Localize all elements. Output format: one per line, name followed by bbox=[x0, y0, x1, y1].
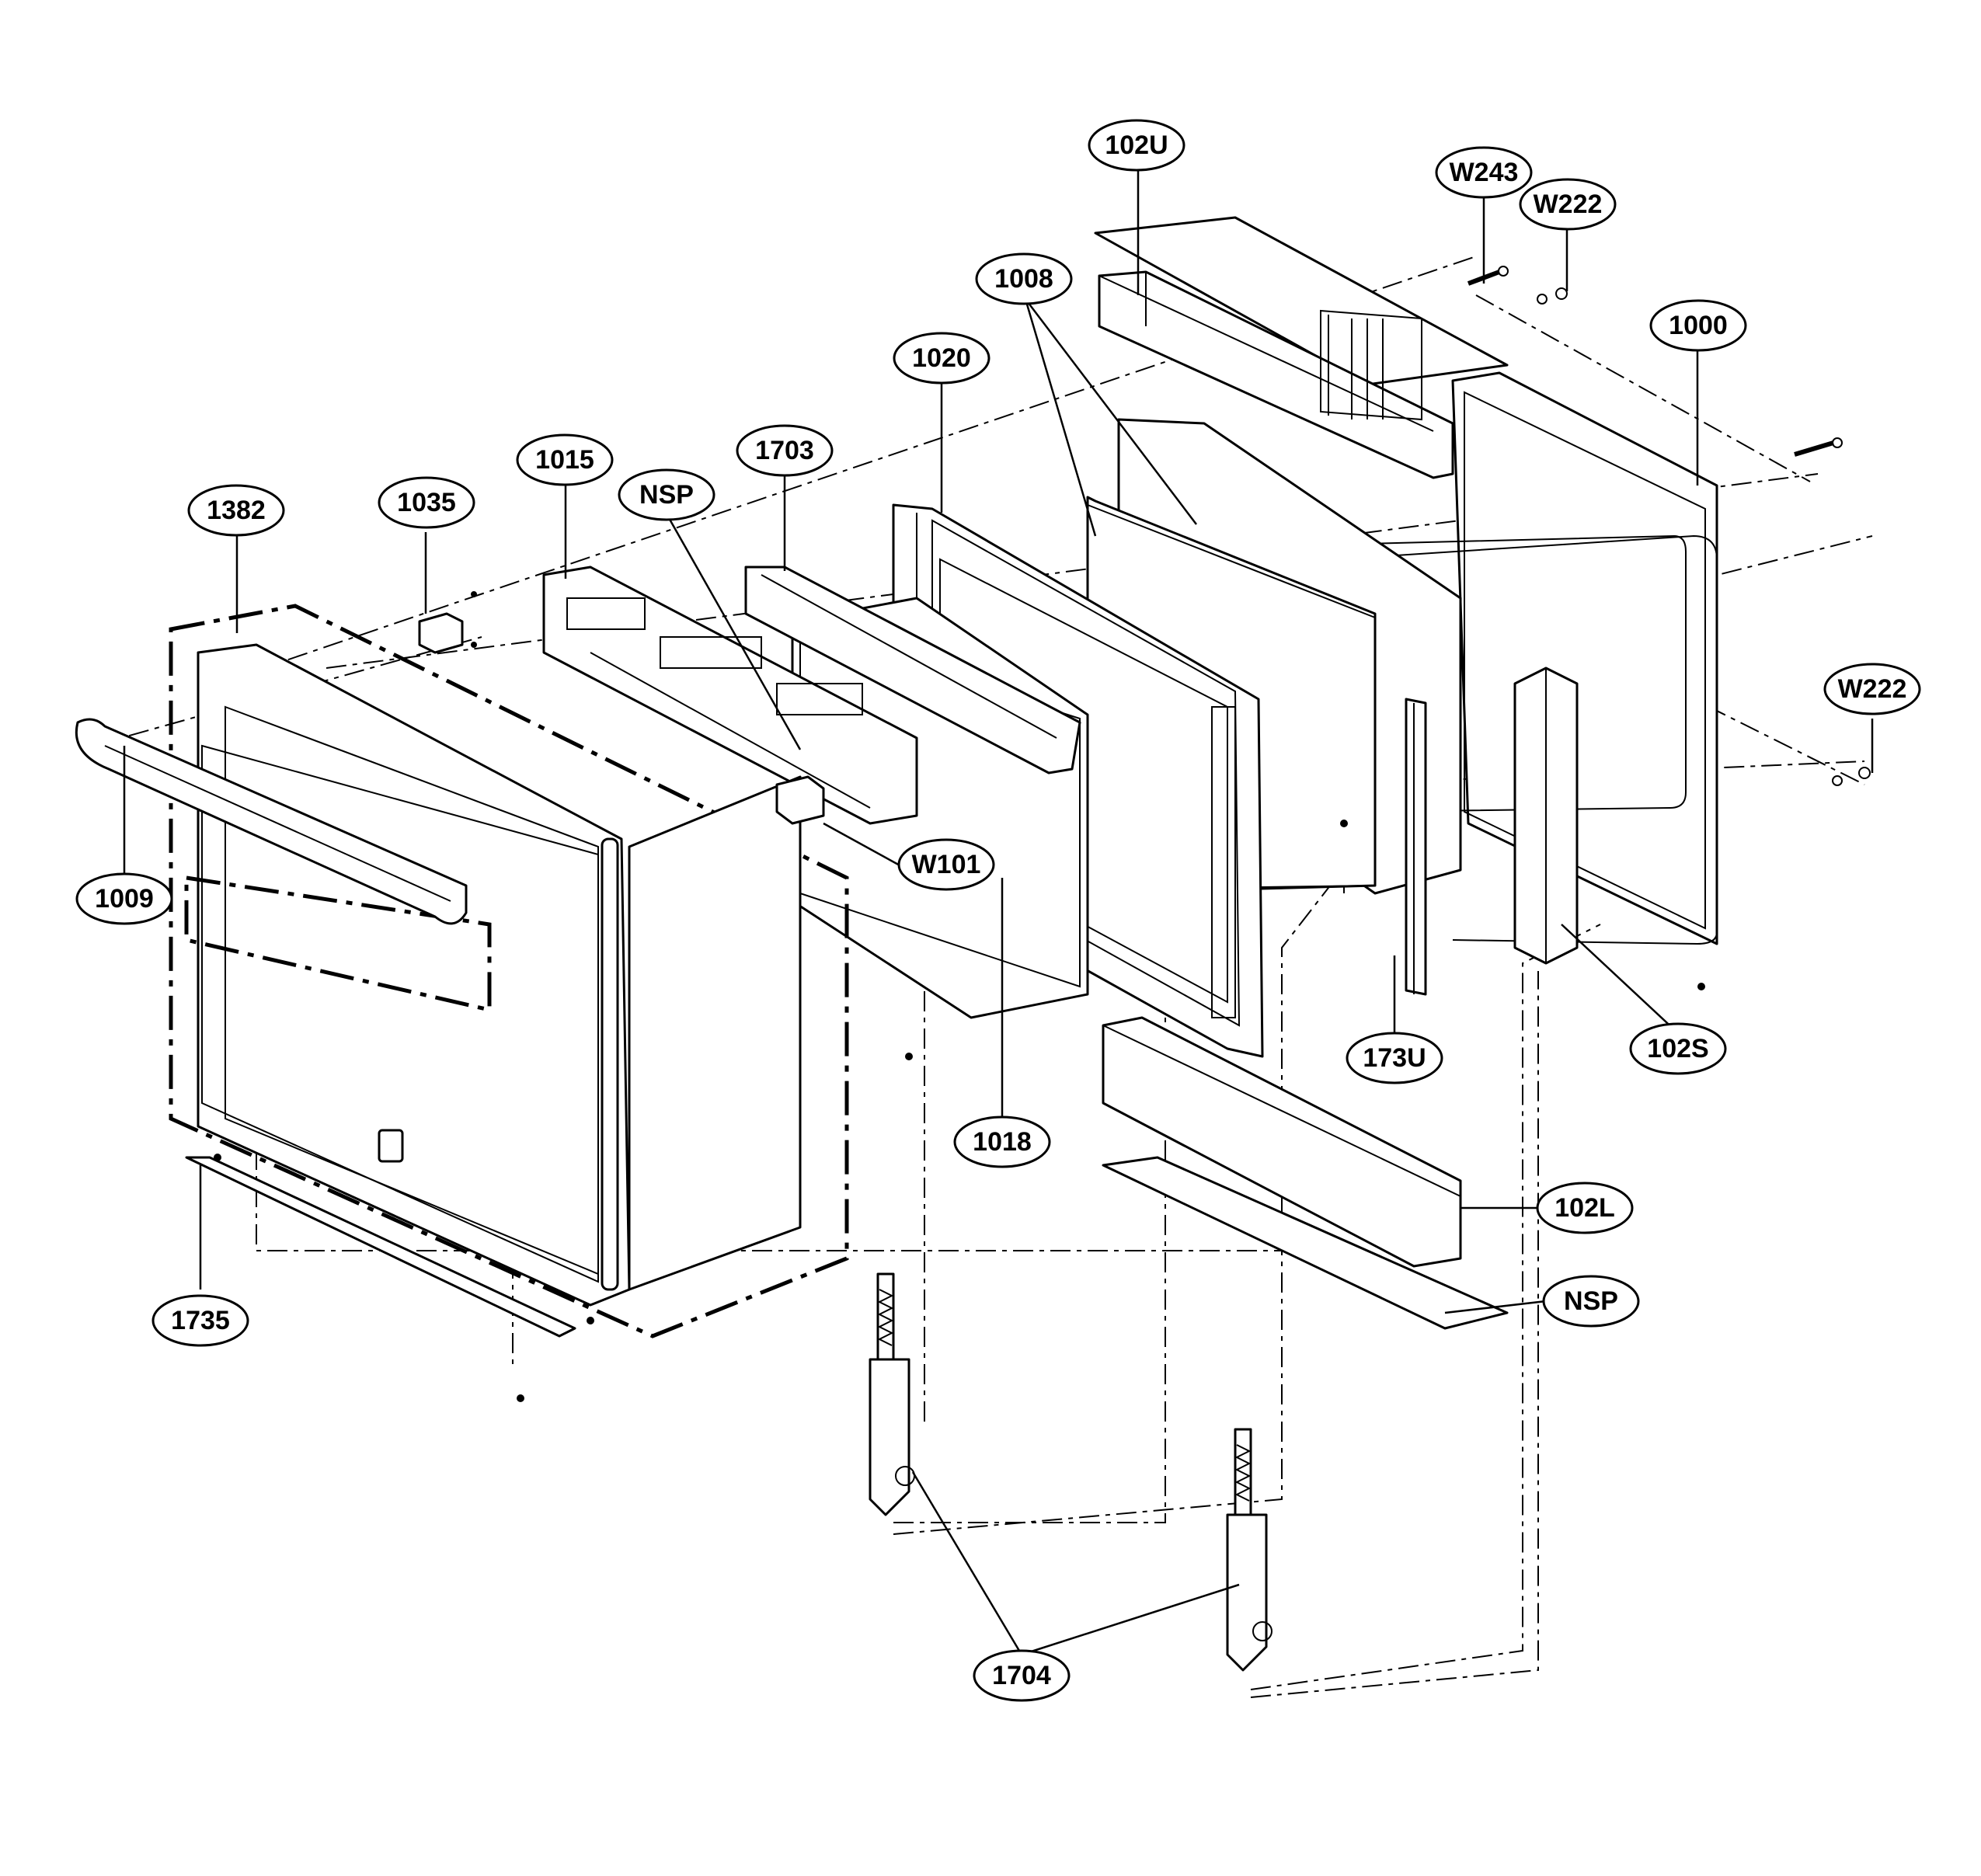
callout-1703: 1703 bbox=[736, 424, 834, 477]
callout-1015: 1015 bbox=[516, 433, 614, 486]
callout-w243: W243 bbox=[1435, 146, 1533, 199]
callout-1735: 1735 bbox=[151, 1294, 249, 1347]
door-handle bbox=[75, 718, 468, 925]
bottom-trim-strip bbox=[185, 1154, 594, 1402]
svg-text:1382: 1382 bbox=[207, 496, 266, 525]
svg-text:1018: 1018 bbox=[973, 1127, 1032, 1157]
insulation-upper bbox=[1094, 216, 1509, 479]
svg-text:1009: 1009 bbox=[95, 884, 154, 914]
shield-panel bbox=[542, 566, 918, 825]
svg-text:173U: 173U bbox=[1363, 1043, 1426, 1073]
brand-logo bbox=[378, 1129, 404, 1163]
svg-text:102L: 102L bbox=[1555, 1193, 1615, 1223]
svg-text:W101: W101 bbox=[912, 850, 981, 879]
leader-lines bbox=[123, 171, 1874, 1656]
svg-text:W222: W222 bbox=[1534, 190, 1603, 219]
svg-text:W243: W243 bbox=[1450, 158, 1519, 187]
bracket-w101 bbox=[775, 775, 825, 825]
callout-w222-right: W222 bbox=[1823, 663, 1921, 715]
insulation-lower bbox=[1102, 1016, 1509, 1330]
callout-1009: 1009 bbox=[75, 872, 173, 925]
svg-text:1008: 1008 bbox=[994, 264, 1053, 294]
callout-1000: 1000 bbox=[1649, 299, 1747, 352]
svg-text:1015: 1015 bbox=[535, 445, 594, 475]
callout-1382: 1382 bbox=[187, 484, 285, 537]
insulation-side bbox=[1513, 667, 1579, 965]
callout-1020: 1020 bbox=[893, 332, 990, 385]
callout-102u: 102U bbox=[1088, 119, 1185, 172]
svg-text:102S: 102S bbox=[1647, 1034, 1708, 1063]
door-hinge-left bbox=[869, 1272, 915, 1516]
callout-1008: 1008 bbox=[975, 252, 1073, 305]
svg-text:W222: W222 bbox=[1838, 674, 1907, 704]
svg-text:102U: 102U bbox=[1105, 131, 1168, 160]
hinge-block-1035 bbox=[418, 591, 477, 654]
svg-text:1035: 1035 bbox=[397, 488, 456, 517]
callout-102l: 102L bbox=[1536, 1182, 1634, 1234]
svg-text:1703: 1703 bbox=[755, 436, 814, 465]
outer-door-assembly bbox=[169, 604, 849, 1338]
svg-text:NSP: NSP bbox=[639, 480, 694, 510]
callout-w101: W101 bbox=[897, 838, 995, 891]
svg-text:NSP: NSP bbox=[1564, 1286, 1618, 1316]
channel-upper bbox=[1405, 698, 1427, 996]
callout-1018: 1018 bbox=[953, 1116, 1051, 1168]
callout-173u: 173U bbox=[1346, 1032, 1443, 1084]
svg-text:1020: 1020 bbox=[912, 343, 971, 373]
door-hinge-right bbox=[1226, 1428, 1273, 1672]
callout-1704: 1704 bbox=[973, 1649, 1071, 1702]
callout-w222-top: W222 bbox=[1519, 178, 1617, 231]
callout-102s: 102S bbox=[1629, 1022, 1727, 1075]
callout-nsp-bottom: NSP bbox=[1542, 1275, 1640, 1328]
callout-nsp-top: NSP bbox=[618, 468, 715, 521]
svg-text:1704: 1704 bbox=[992, 1661, 1051, 1690]
svg-text:1000: 1000 bbox=[1669, 311, 1728, 340]
svg-text:1735: 1735 bbox=[171, 1306, 230, 1335]
callout-1035: 1035 bbox=[378, 476, 475, 529]
